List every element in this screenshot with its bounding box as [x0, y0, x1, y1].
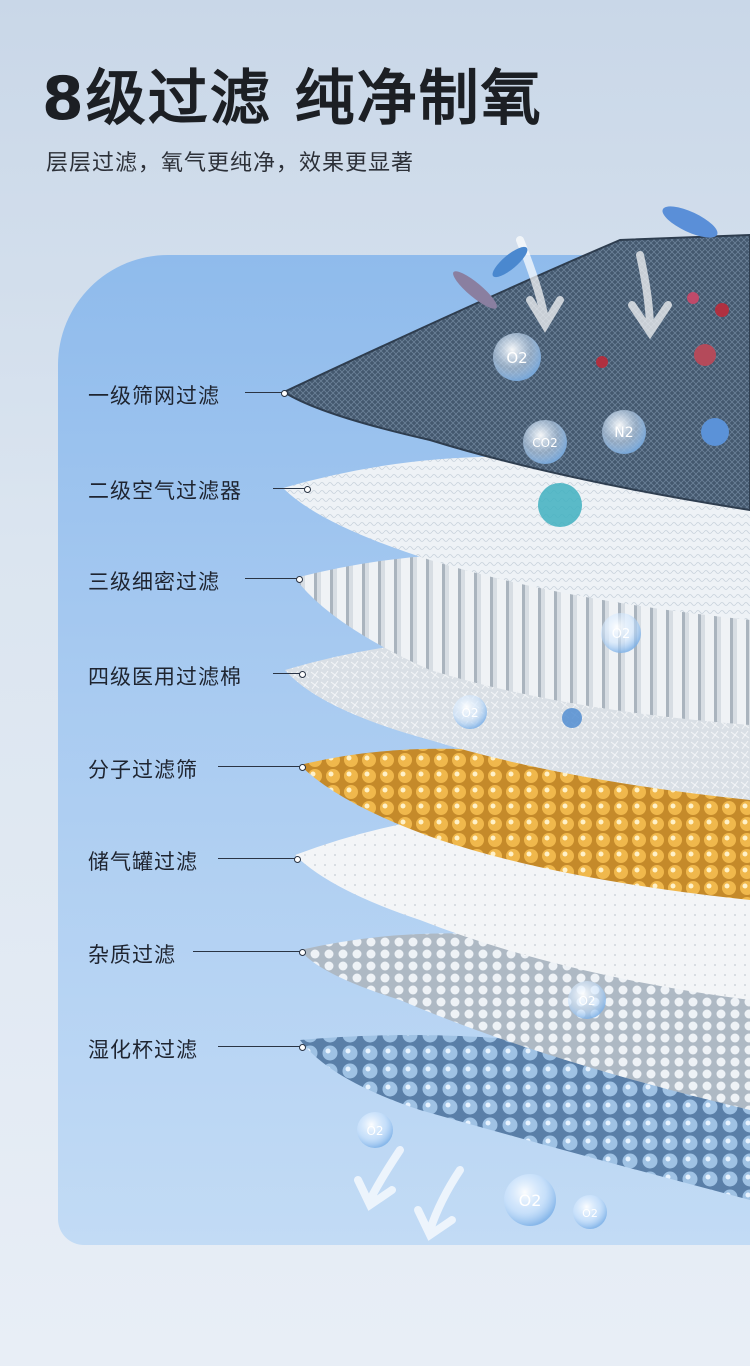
molecule-bubble-o2: O2: [493, 333, 541, 381]
page-title: 8级过滤 纯净制氧: [42, 64, 543, 134]
molecule-bubble-n2: N2: [602, 410, 646, 454]
layer-label-4: 四级医用过滤棉: [88, 665, 242, 689]
virus-icon: [694, 344, 716, 366]
leader-line: [218, 1044, 306, 1051]
svg-text:O2: O2: [506, 349, 527, 367]
leader-line: [218, 764, 306, 771]
leader-line: [245, 576, 303, 583]
virus-icon: [596, 356, 608, 368]
svg-text:O2: O2: [612, 627, 631, 642]
layer-label-6: 储气罐过滤: [88, 850, 198, 874]
svg-text:CO2: CO2: [532, 436, 557, 450]
molecule-bubble-o2: O2: [357, 1112, 393, 1148]
molecule-bubble-o2: O2: [601, 613, 641, 653]
molecule-bubble-o2: O2: [573, 1195, 607, 1229]
svg-text:O2: O2: [461, 706, 478, 720]
layer-label-2: 二级空气过滤器: [88, 479, 242, 503]
bacteria-icon: [492, 246, 528, 278]
molecule-bubble-o2: O2: [504, 1174, 556, 1226]
layer-air-filter: [283, 456, 750, 620]
molecule-bubble-o2: O2: [568, 981, 606, 1019]
dust-particle-icon: [538, 483, 582, 527]
molecule-bubble-o2: O2: [453, 695, 487, 729]
bacteria-icon: [701, 418, 729, 446]
page-subtitle: 层层过滤，氧气更纯净，效果更显著: [46, 151, 415, 176]
virus-icon: [715, 303, 729, 317]
layer-label-3: 三级细密过滤: [88, 570, 220, 594]
layer-molecular-sieve: [300, 748, 750, 900]
layer-label-5: 分子过滤筛: [88, 758, 198, 782]
leader-line: [273, 671, 306, 678]
leader-line: [245, 390, 288, 397]
layer-label-7: 杂质过滤: [88, 943, 176, 967]
molecule-bubble-co2: CO2: [523, 420, 567, 464]
svg-text:O2: O2: [366, 1124, 383, 1138]
leader-line: [218, 856, 301, 863]
bacteria-icon: [662, 206, 718, 238]
layer-label-8: 湿化杯过滤: [88, 1038, 198, 1062]
svg-text:O2: O2: [582, 1207, 598, 1220]
svg-text:O2: O2: [578, 994, 595, 1008]
bacteria-icon: [453, 271, 497, 309]
svg-text:O2: O2: [519, 1191, 542, 1210]
layer-label-1: 一级筛网过滤: [88, 384, 220, 408]
airflow-arrow-icon: [628, 251, 672, 340]
leader-line: [193, 949, 306, 956]
virus-icon: [562, 708, 582, 728]
leader-line: [273, 486, 311, 493]
airflow-arrow-icon: [414, 1166, 464, 1241]
virus-icon: [687, 292, 699, 304]
svg-text:N2: N2: [614, 425, 633, 441]
airflow-arrow-icon: [354, 1146, 404, 1211]
